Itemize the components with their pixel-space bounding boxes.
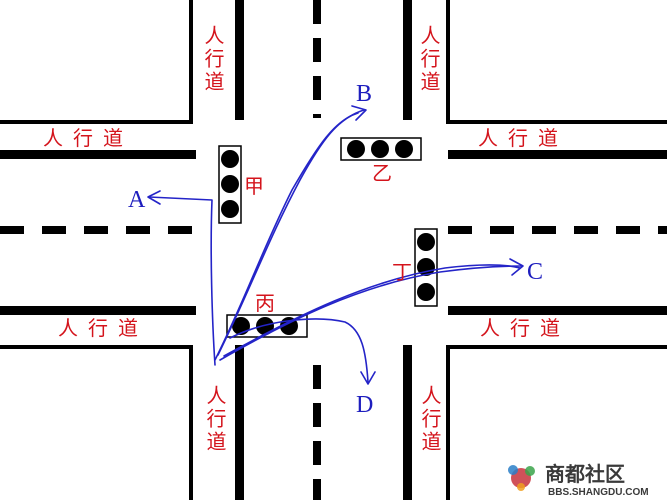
- light-labels: 甲 乙 丙 丁: [244, 161, 412, 315]
- arrowhead-b: [351, 105, 367, 121]
- destination-labels: A B C D: [128, 81, 543, 418]
- traffic-light-ding: [414, 228, 438, 307]
- curb-bottom-left: [0, 345, 193, 500]
- stop-line-east-lower: [448, 306, 667, 315]
- light-label-ding: 丁: [392, 260, 412, 284]
- watermark-name: 商都社区: [545, 462, 625, 486]
- curb-top-right: [446, 0, 667, 124]
- path-to-b-2: [217, 109, 365, 356]
- destination-d: D: [356, 392, 373, 418]
- path-to-a: [148, 196, 216, 366]
- sidewalk-label-bottom-right: 人行道: [480, 316, 570, 340]
- sidewalk-label-bottom-left-vertical: 人行道: [203, 385, 227, 454]
- light-label-bing: 丙: [255, 291, 275, 315]
- stop-line-north-left: [235, 0, 244, 120]
- arrowhead-a: [147, 190, 161, 205]
- sidewalk-label-top-left-vertical: 人行道: [201, 25, 225, 94]
- stop-line-south-right: [403, 345, 412, 500]
- path-to-c-2: [223, 264, 521, 357]
- light-label-yi: 乙: [372, 161, 392, 185]
- path-to-d: [229, 318, 369, 383]
- watermark-url: BBS.SHANGDU.COM: [548, 487, 649, 498]
- sidewalk-labels: 人行道 人行道 人行道 人行道 人行道 人行道 人行道 人行道: [43, 25, 570, 454]
- curb-top-left: [0, 0, 193, 124]
- path-to-c: [219, 265, 523, 361]
- destination-c: C: [527, 259, 543, 285]
- stop-line-east-upper: [448, 150, 667, 159]
- sidewalk-label-bottom-left: 人行道: [58, 316, 148, 340]
- sidewalk-label-top-left: 人行道: [43, 126, 133, 150]
- traffic-light-jia: [218, 145, 242, 224]
- stop-line-west-upper: [0, 150, 196, 159]
- sidewalk-label-bottom-right-vertical: 人行道: [418, 385, 442, 454]
- destination-b: B: [356, 81, 372, 107]
- arrowhead-c: [509, 258, 524, 276]
- traffic-light-yi: [340, 137, 422, 161]
- curb-bottom-right: [446, 345, 667, 500]
- stop-line-north-right: [403, 0, 412, 120]
- watermark: 商都社区 BBS.SHANGDU.COM: [508, 462, 649, 498]
- sidewalk-label-top-right-vertical: 人行道: [417, 25, 441, 94]
- sidewalk-label-top-right: 人行道: [478, 126, 568, 150]
- stop-line-south-left: [235, 345, 244, 500]
- destination-a: A: [128, 187, 146, 213]
- stop-line-west-lower: [0, 306, 196, 315]
- watermark-logo-icon: [508, 465, 535, 491]
- arrowhead-d: [360, 371, 376, 385]
- light-label-jia: 甲: [244, 174, 264, 198]
- vehicle-paths: [147, 105, 524, 385]
